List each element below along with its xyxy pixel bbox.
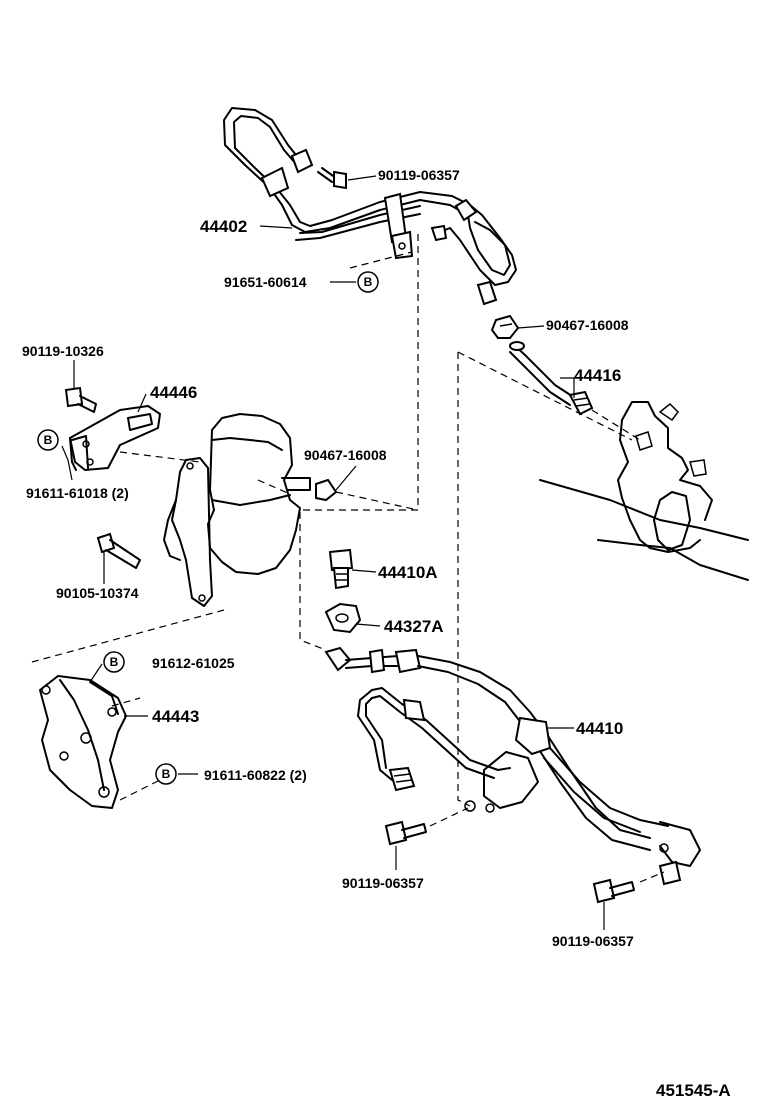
diagram-id: 451545-A [656, 1081, 731, 1100]
lower-bolt-right [592, 878, 635, 904]
label-pipe-upper: 44402 [200, 217, 247, 236]
label-pressure-pipe: 44410 [576, 719, 623, 738]
pump-bracket-upper [69, 405, 161, 471]
label-pipe-lower-bolt-left: 90119-06357 [342, 875, 424, 891]
callout-b-2: B [37, 429, 59, 451]
clip-right [490, 314, 520, 339]
callout-b-text-4: B [162, 767, 171, 781]
guide-lines [31, 234, 665, 883]
clip-center [315, 478, 338, 502]
label-bracket-nut: 91611-61018 (2) [26, 485, 129, 501]
callout-b-text-2: B [44, 433, 53, 447]
callout-b-text-1: B [364, 275, 373, 289]
callout-b-text-3: B [110, 655, 119, 669]
gasket [324, 602, 362, 634]
label-pipe-upper-bolt: 90119-06357 [378, 167, 460, 183]
label-clip-center: 90467-16008 [304, 447, 387, 463]
label-pump-bolt: 90119-10326 [22, 343, 104, 359]
upper-pressure-pipe [223, 107, 517, 306]
label-union-bolt: 44410A [378, 563, 438, 582]
pump-bolt-upper [64, 386, 97, 413]
label-pump-bracket-upper: 44446 [150, 383, 197, 402]
label-gasket: 44327A [384, 617, 444, 636]
steering-gear [539, 401, 749, 581]
label-pipe-upper-clamp-bolt: 91651-60614 [224, 274, 307, 290]
callout-b-3: B [103, 651, 125, 673]
label-bracket-bolt-a: 91612-61025 [152, 655, 235, 671]
label-pipe-lower-bolt-right: 90119-06357 [552, 933, 634, 949]
pump-long-bolt [96, 532, 141, 569]
return-hose [509, 341, 594, 416]
label-clip-right: 90467-16008 [546, 317, 629, 333]
callout-b-1: B [357, 271, 379, 293]
callout-b-4: B [155, 763, 177, 785]
label-bracket-bolt-b: 91611-60822 (2) [204, 767, 307, 783]
upper-pipe-bolt [317, 167, 347, 190]
leader-lines [61, 175, 605, 930]
pressure-pipe [324, 646, 701, 886]
label-pump-bracket-lower: 44443 [152, 707, 199, 726]
label-pump-long-bolt: 90105-10374 [56, 585, 139, 601]
label-hose-return: 44416 [574, 366, 621, 385]
union-bolt [328, 548, 354, 590]
power-steering-pump [163, 413, 311, 607]
lower-bolt-left [384, 820, 427, 846]
pump-bracket-lower [39, 675, 127, 809]
